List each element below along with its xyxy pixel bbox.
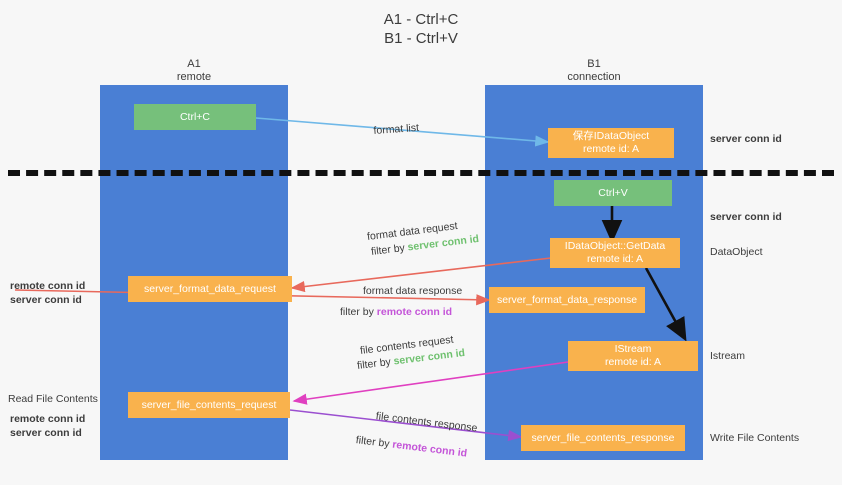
node-server-format-data-response-label: server_format_data_response: [496, 293, 638, 306]
right-label-write-file-contents: Write File Contents: [710, 432, 800, 444]
node-istream[interactable]: IStream remote id: A: [568, 341, 698, 371]
node-server-format-data-request-label: server_format_data_request: [144, 282, 276, 295]
annotation-file-contents-response-filter: filter by remote conn id: [355, 433, 468, 461]
remote-conn-id-ref-2: remote conn id: [391, 438, 468, 460]
node-server-file-contents-response[interactable]: server_file_contents_response: [521, 425, 685, 451]
right-label-server-conn-id-top: server conn id: [710, 133, 782, 145]
column-header-b1-sub: connection: [567, 71, 621, 83]
left-label-read-file-contents: Read File Contents: [8, 393, 98, 405]
column-header-a1: A1 remote: [114, 58, 274, 84]
node-server-file-contents-request-label: server_file_contents_request: [141, 398, 277, 411]
annotation-format-list: format list: [373, 121, 420, 138]
node-istream-line2: remote id: A: [604, 356, 662, 368]
column-header-b1: B1 connection: [514, 58, 674, 84]
node-server-format-data-request[interactable]: server_format_data_request: [128, 276, 292, 302]
remote-conn-id-ref-1: remote conn id: [376, 306, 453, 318]
node-server-file-contents-response-label: server_file_contents_response: [531, 431, 675, 444]
left-label-server-conn-id-1: server conn id: [10, 294, 82, 306]
column-header-b1-name: B1: [587, 58, 601, 70]
right-label-dataobject: DataObject: [710, 246, 763, 258]
page-title-line1: A1 - Ctrl+C: [383, 11, 459, 28]
left-label-remote-conn-id-1: remote conn id: [10, 280, 86, 292]
filter-by-label-3: filter by: [356, 355, 395, 373]
node-save-idataobject-line1: 保存IDataObject: [572, 130, 650, 142]
node-idataobject-getdata[interactable]: IDataObject::GetData remote id: A: [550, 238, 680, 268]
annotation-file-contents-response: file contents response: [375, 410, 478, 435]
node-ctrl-v[interactable]: Ctrl+V: [554, 180, 672, 206]
filter-by-label-4: filter by: [355, 434, 394, 451]
left-label-server-conn-id-2: server conn id: [10, 427, 82, 439]
node-ctrl-v-label: Ctrl+V: [598, 186, 628, 199]
phase-separator: [8, 170, 834, 176]
filter-by-label-1: filter by: [370, 241, 409, 259]
left-label-remote-conn-id-2: remote conn id: [10, 413, 86, 425]
node-save-idataobject[interactable]: 保存IDataObject remote id: A: [548, 128, 674, 158]
column-header-a1-sub: remote: [176, 71, 212, 83]
node-idataobject-getdata-line2: remote id: A: [586, 253, 644, 265]
node-ctrl-c[interactable]: Ctrl+C: [134, 104, 256, 130]
node-istream-line1: IStream: [614, 343, 652, 355]
node-idataobject-getdata-line1: IDataObject::GetData: [564, 240, 666, 252]
node-ctrl-c-label: Ctrl+C: [179, 110, 211, 123]
right-label-istream: Istream: [710, 350, 746, 362]
filter-by-label-2: filter by: [340, 306, 377, 318]
node-server-format-data-response[interactable]: server_format_data_response: [489, 287, 645, 313]
node-server-file-contents-request[interactable]: server_file_contents_request: [128, 392, 290, 418]
right-label-server-conn-id-mid: server conn id: [710, 211, 782, 223]
column-header-a1-name: A1: [187, 58, 201, 70]
node-save-idataobject-line2: remote id: A: [582, 143, 640, 155]
annotation-format-data-response-filter: filter by remote conn id: [340, 305, 452, 319]
annotation-format-data-response: format data response: [363, 285, 463, 297]
page-title-line2: B1 - Ctrl+V: [384, 30, 458, 47]
